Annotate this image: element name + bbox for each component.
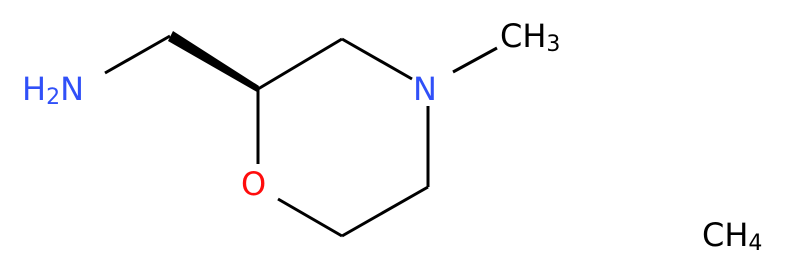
nitrogen-atom-label: N [413, 70, 437, 108]
oxygen-atom-label: O [241, 165, 266, 203]
bond-c5-c6 [341, 185, 429, 238]
methane-label: CH4 [702, 216, 762, 256]
amine-group-label: H2N [22, 70, 84, 110]
bond-c2-c3 [257, 37, 343, 91]
bond-n4-ch3 [452, 46, 498, 74]
bond-c6-o1 [277, 197, 343, 238]
bond-c3-n4 [341, 37, 413, 81]
methyl-group-label: CH3 [500, 17, 560, 57]
wedge-bond-ch2-c2 [168, 31, 259, 92]
bond-nh2-ch2 [104, 34, 171, 75]
